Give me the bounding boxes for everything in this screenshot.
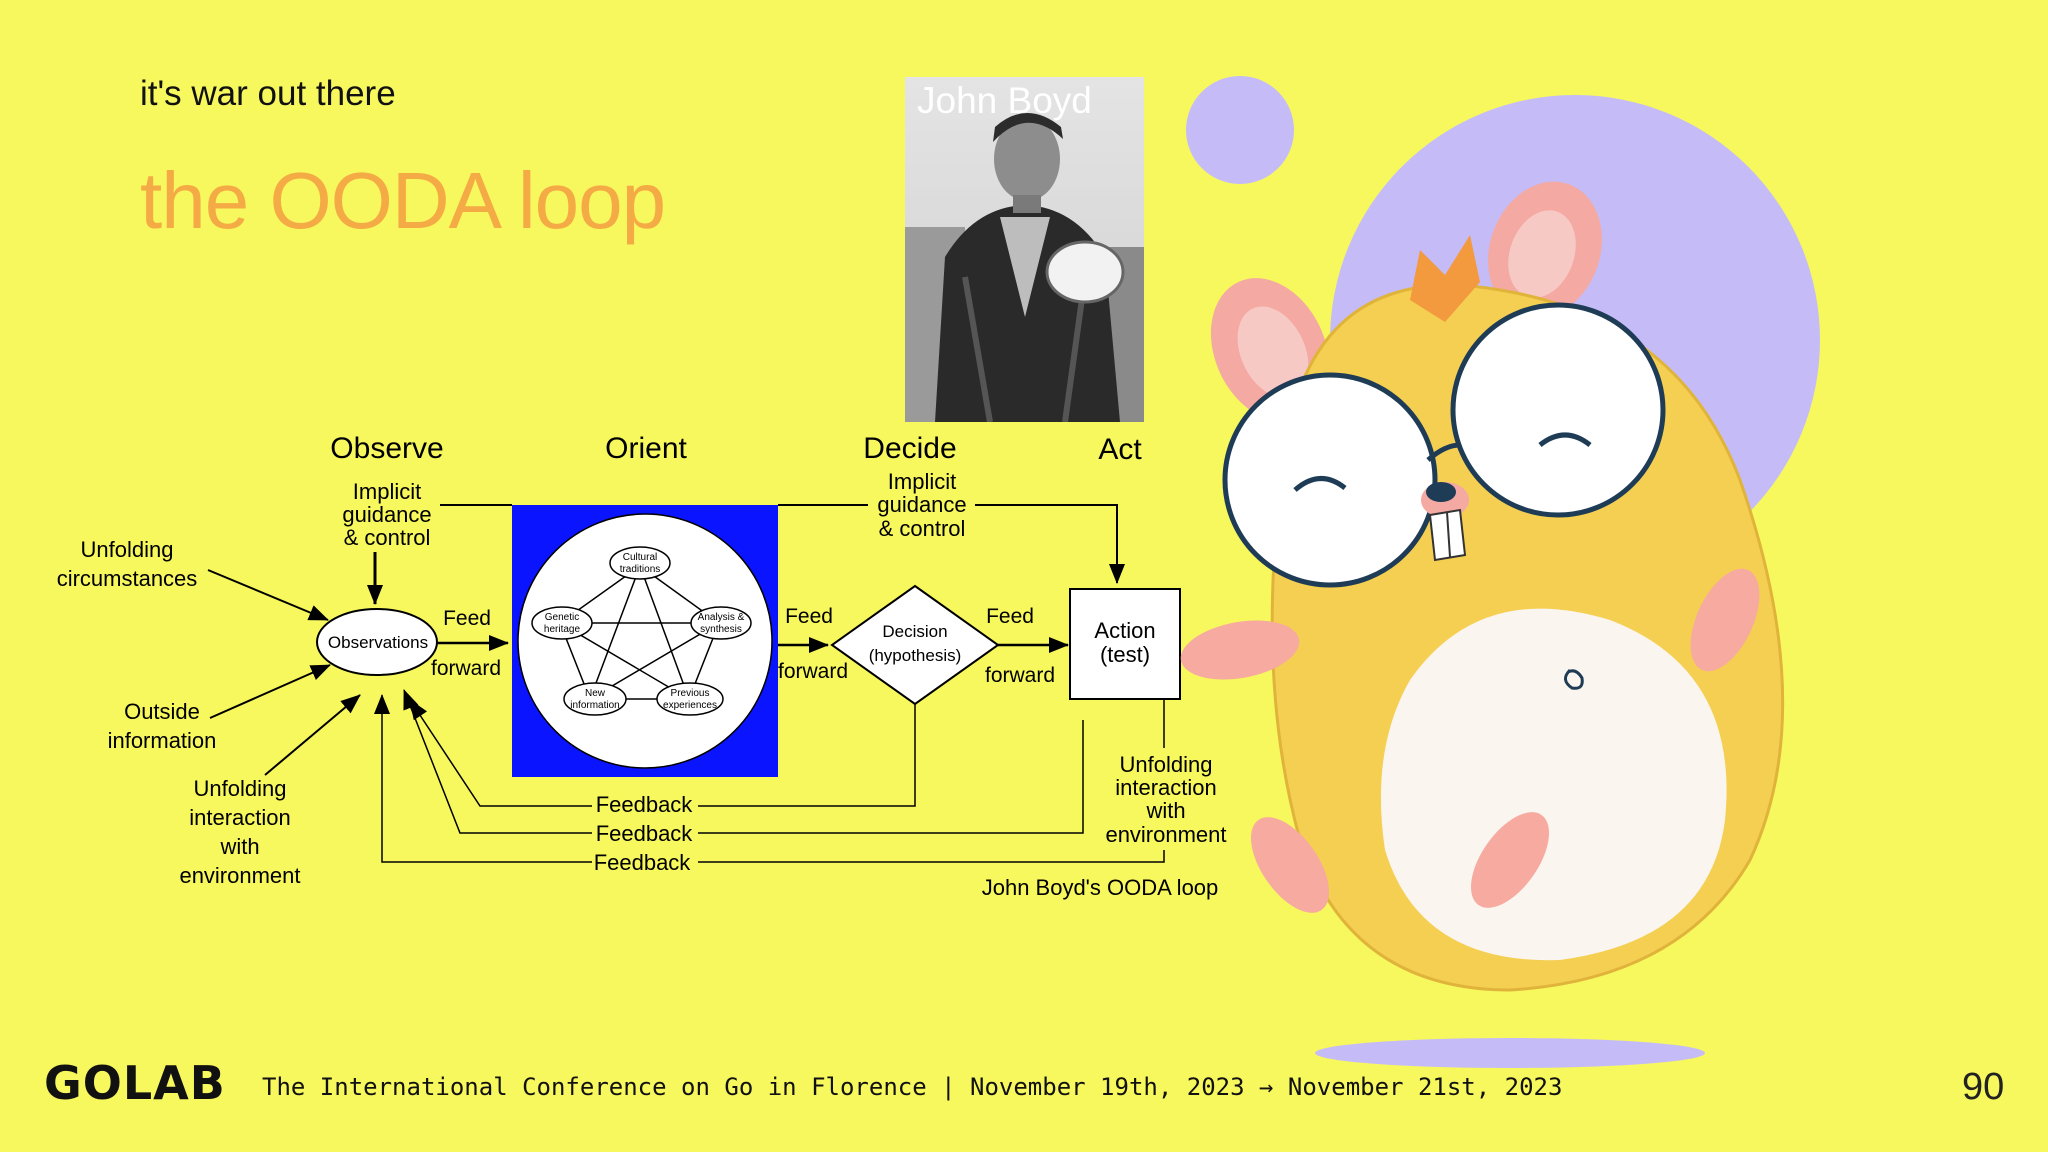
slide-title: the OODA loop [140, 156, 666, 245]
implicit-guidance-left-line1: Implicit [353, 479, 421, 504]
node-analysis-line1: Analysis & [698, 612, 745, 623]
decision-line2: (hypothesis) [869, 646, 962, 665]
forward-label-2: forward [778, 660, 848, 683]
john-boyd-photo: John Boyd [905, 77, 1144, 422]
gopher-mascot-illustration [1180, 76, 1820, 1068]
node-genetic-line1: Genetic [545, 612, 579, 623]
interaction-right-line1: Unfolding [1120, 752, 1213, 777]
feedback-label-3: Feedback [594, 850, 692, 875]
node-cultural [609, 546, 671, 580]
node-cultural-line1: Cultural [623, 552, 657, 563]
gopher-shadow [1315, 1038, 1705, 1068]
node-previous-line2: experiences [663, 700, 717, 711]
node-new-info-line2: information [570, 700, 619, 711]
diagram-caption: John Boyd's OODA loop [982, 875, 1219, 900]
phase-decide: Decide [863, 432, 956, 465]
small-purple-circle [1186, 76, 1294, 184]
forward-label-3: forward [985, 664, 1055, 687]
slide-subtitle: it's war out there [140, 74, 396, 113]
footer-conference-text: The International Conference on Go in Fl… [262, 1073, 1563, 1101]
implicit-guidance-right-line2: guidance [877, 492, 966, 517]
feedback-label-1: Feedback [596, 792, 694, 817]
node-new-info [563, 682, 627, 716]
input-unfolding-interaction-line3: with [219, 834, 259, 859]
phase-orient: Orient [605, 432, 687, 465]
feedback-label-2: Feedback [596, 821, 694, 846]
feed-label-3: Feed [986, 605, 1034, 628]
node-new-info-line1: New [585, 688, 606, 699]
node-cultural-line2: traditions [620, 564, 661, 575]
arrow-unfolding-circumstances [207, 569, 329, 621]
interaction-right-line3: with [1145, 798, 1185, 823]
observations-label: Observations [328, 633, 428, 652]
interaction-right-line2: interaction [1115, 775, 1217, 800]
guidance-line-top [440, 504, 1117, 583]
decision-line1: Decision [882, 622, 947, 641]
phase-act: Act [1098, 433, 1142, 466]
forward-label-1: forward [431, 657, 501, 680]
input-unfolding-interaction-line2: interaction [189, 805, 291, 830]
action-line2: (test) [1100, 642, 1150, 667]
action-line1: Action [1094, 618, 1155, 643]
input-outside-information-line2: information [108, 728, 217, 753]
decision-node [830, 584, 1000, 706]
input-unfolding-circumstances-line1: Unfolding [81, 537, 174, 562]
implicit-guidance-right-line1: Implicit [888, 469, 956, 494]
node-previous [656, 682, 724, 716]
interaction-right-line4: environment [1105, 822, 1226, 847]
feed-label-2: Feed [785, 605, 833, 628]
node-previous-line1: Previous [671, 688, 710, 699]
input-unfolding-interaction-line4: environment [179, 863, 300, 888]
input-unfolding-circumstances-line2: circumstances [57, 566, 198, 591]
node-genetic [531, 606, 593, 640]
node-analysis-line2: synthesis [700, 624, 742, 635]
input-outside-information-line1: Outside [124, 699, 200, 724]
photo-caption: John Boyd [917, 80, 1092, 121]
arrow-unfolding-interaction [264, 694, 361, 776]
feedback-loops [374, 689, 1165, 863]
page-number: 90 [1962, 1066, 2005, 1108]
action-node [1069, 588, 1181, 700]
node-genetic-line2: heritage [544, 624, 581, 635]
feed-label-1: Feed [443, 607, 491, 630]
implicit-guidance-right-line3: & control [879, 516, 966, 541]
phase-observe: Observe [330, 432, 443, 465]
implicit-guidance-left-line3: & control [344, 525, 431, 550]
golab-logo: GOLAB [44, 1056, 226, 1110]
arrow-outside-information [209, 664, 331, 719]
implicit-guidance-left-line2: guidance [342, 502, 431, 527]
input-unfolding-interaction-line1: Unfolding [194, 776, 287, 801]
node-analysis [690, 606, 752, 640]
